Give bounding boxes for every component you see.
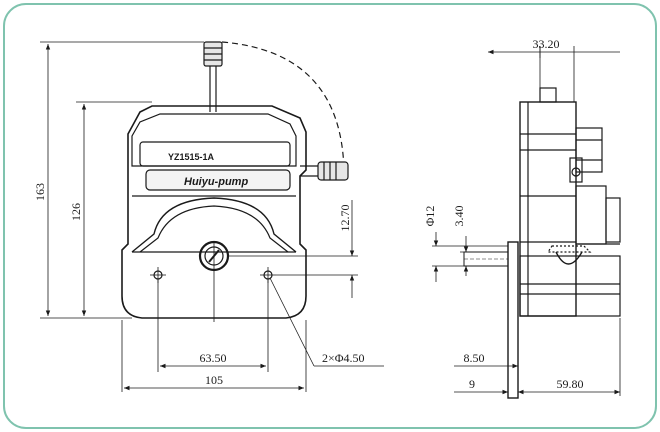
dim-shaft-offset: 12.70: [338, 205, 352, 232]
side-view: [463, 46, 621, 399]
rotor-cover: [131, 197, 297, 253]
dim-shaft-diameter: Φ12: [423, 206, 437, 227]
dim-width: 105: [205, 373, 223, 387]
rotation-arc: [221, 41, 345, 173]
dim-height-total: 163: [33, 183, 47, 201]
front-view: [121, 41, 349, 322]
dim-flange-thickness: 8.50: [464, 351, 485, 365]
dim-hole-callout: 2×Φ4.50: [322, 351, 365, 365]
front-dimensions: [40, 41, 384, 392]
tube-fitting-top: [203, 41, 223, 112]
brand-label: Huiyu-pump: [184, 176, 248, 188]
label-plate: [139, 141, 291, 167]
clamp-knob: [575, 127, 603, 173]
pump-head-outline: [121, 105, 307, 319]
dim-shaft-flat: 3.40: [452, 206, 466, 227]
side-rotor: [555, 251, 583, 265]
model-label: YZ1515-1A: [168, 152, 215, 162]
side-dimensions: [432, 46, 621, 396]
dim-height-body: 126: [69, 203, 83, 221]
dim-flange-offset: 9: [469, 377, 475, 391]
mount-flange: [507, 241, 519, 399]
dim-depth-rear: 59.80: [557, 377, 584, 391]
tube-fitting-side: [300, 161, 349, 181]
dim-hole-spacing: 63.50: [200, 351, 227, 365]
drawing-border: [3, 3, 657, 429]
dim-depth-top: 33.20: [533, 37, 560, 51]
